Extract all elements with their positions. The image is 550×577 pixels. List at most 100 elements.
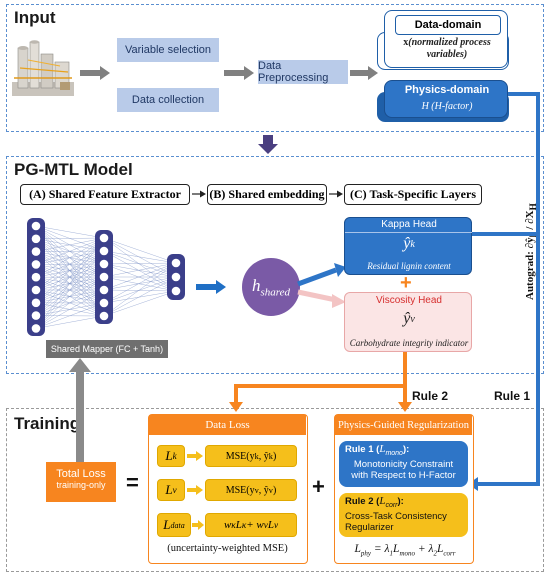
nn-node [99,298,109,308]
nn-connection [103,250,177,264]
stage-a-label: (A) Shared Feature Extractor [29,187,181,201]
nn-connection [35,237,105,316]
stage-c-box: (C) Task-Specific Layers [344,184,482,205]
nn-node [99,259,109,269]
nn-node [31,221,41,231]
nn-node [31,234,41,244]
nn-connection [103,250,177,278]
kappa-y: ŷ [403,235,411,252]
physics-domain-desc: H (H-factor) [421,101,473,112]
arrow-stage-b-c [329,190,343,198]
nn-connection [35,237,105,239]
nn-connection [103,237,177,278]
nn-connection [103,290,177,304]
nn-connection [35,289,105,329]
arrow-lk [187,451,203,461]
arrow-input-to-model [258,135,278,154]
nn-connection [35,302,105,329]
nn-connection [103,263,177,292]
input-section [6,4,544,132]
nn-connection [35,276,105,329]
rule1-desc: Monotonicity Constraint with Respect to … [351,458,456,481]
nn-connection [103,276,177,317]
pg-title: Physics-Guided Regularization [338,419,469,431]
nn-node [99,233,109,243]
total-loss-sub: training-only [56,480,106,490]
equals-sign: = [126,470,139,495]
variable-selection-label: Variable selection [124,44,211,56]
data-domain-x: x [403,37,409,48]
training-title: Training [14,414,81,433]
nn-connection [35,225,105,239]
kappa-head-title: Kappa Head [381,219,437,230]
stage-a-box: (A) Shared Feature Extractor [20,184,190,205]
stage-c-label: (C) Task-Specific Layers [350,187,476,201]
training-section [6,408,544,572]
arrow-to-domains [350,66,378,80]
nn-node [99,285,109,295]
nn-connection [103,263,177,278]
physics-domain-title: Physics-domain [404,84,490,96]
rule1-label: Rule 1 [494,389,531,403]
nn-node [31,285,41,295]
nn-node [171,286,181,296]
arrows-embedding-to-heads [297,263,346,308]
nn-node [31,260,41,269]
model-title: PG-MTL Model [14,160,133,179]
variable-selection-box: Variable selection [117,38,219,62]
model-section [6,156,544,374]
nn-connection [35,237,105,265]
nn-connection [103,262,177,265]
data-preprocessing-box: Data Preprocessing [258,60,348,84]
total-loss-label: Total Loss [56,468,106,480]
heads-plus: + [400,272,412,294]
shared-mapper-label: Shared Mapper (FC + Tanh) [50,344,164,354]
nn-connection [103,290,177,317]
nn-connection [103,250,177,292]
nn-node [31,247,41,256]
kappa-y-sub: k [410,238,415,250]
nn-connection [35,315,105,329]
arrow-lv [187,485,203,495]
nn-connection [35,237,105,291]
nn-node [99,272,109,282]
arrow-to-preprocessing [224,66,254,80]
nn-connection [35,250,105,329]
rule2-desc: Cross-Task Consistency Regularizer [345,510,447,533]
arrow-loss-to-mapper [69,358,91,462]
visc-desc: Carbohydrate integrity indicator [349,338,469,348]
nn-connection [103,262,177,317]
nn-connection [103,276,177,304]
neural-network-diagram [27,218,185,336]
pg-regularization-card: Physics-Guided Regularization Rule 1 (Lm… [334,414,474,564]
nn-node [31,272,41,282]
h-shared-sub: shared [260,286,291,299]
factory-image [12,40,74,96]
nn-node [99,311,109,321]
viscosity-head-title: Viscosity Head [376,295,442,306]
shared-mapper-box: Shared Mapper (FC + Tanh) [46,340,168,358]
input-title: Input [14,8,56,27]
data-preprocessing-label: Data Preprocessing [258,60,329,84]
nn-node [31,311,41,320]
arrow-factory-to-selection [80,66,110,80]
nn-node [31,298,41,308]
h-shared-label: h [251,275,261,295]
nn-connection [35,237,105,329]
rule2-label: Rule 2 [412,389,449,403]
nn-connection [103,262,177,291]
arrow-nn-to-embedding [196,280,226,294]
nn-node [99,246,109,256]
lphy-equation: Lphy = λ1Lmono + λ2Lcorr [354,543,456,558]
nn-connection [103,262,177,304]
data-domain-title: Data-domain [414,19,482,31]
data-collection-box: Data collection [117,88,219,112]
